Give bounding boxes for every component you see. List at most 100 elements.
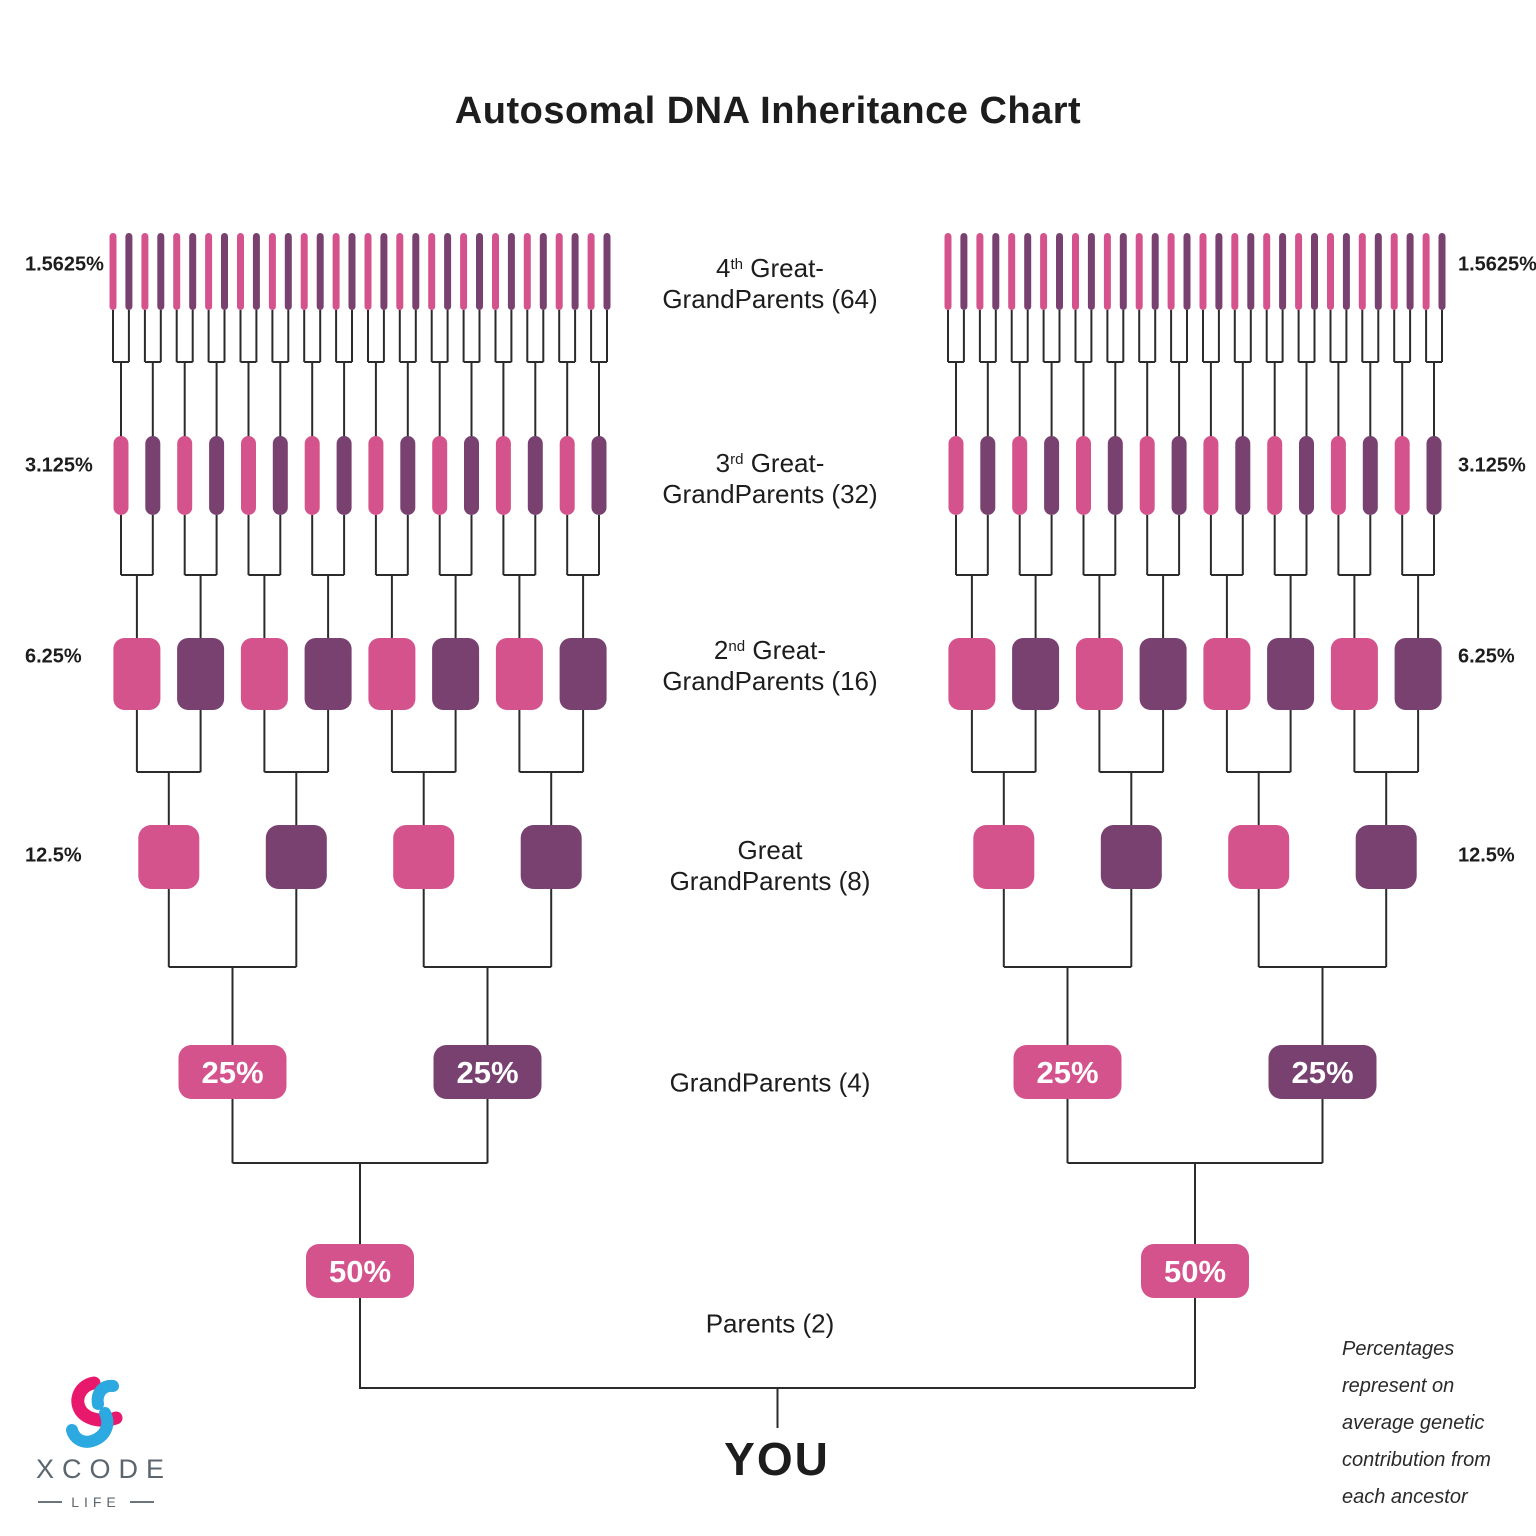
ancestor-left-gen1-5	[272, 436, 288, 515]
logo-dash-right	[129, 1501, 154, 1503]
ancestor-left-gen0-27	[539, 233, 547, 310]
connectors-left-gen3	[167, 889, 553, 1072]
ancestor-left-gen0-18	[396, 233, 404, 310]
ancestor-right-gen1-6	[1139, 436, 1155, 515]
percent-in-box-right-gen4-0: 25%	[1036, 1055, 1098, 1090]
ancestor-left-gen1-8	[368, 436, 384, 515]
ancestor-left-gen0-2	[141, 233, 149, 310]
ancestor-right-gen0-24	[1327, 233, 1334, 310]
ancestor-left-gen0-15	[348, 233, 356, 310]
percent-in-box-left-gen4-0: 25%	[201, 1055, 263, 1090]
ancestor-left-gen1-10	[432, 436, 448, 515]
ancestor-left-gen0-28	[555, 233, 563, 310]
generation-label-4: GrandParents (4)	[669, 1067, 871, 1098]
footnote-line: Percentages	[1342, 1338, 1455, 1360]
ancestor-left-gen0-12	[300, 233, 308, 310]
ancestor-left-gen1-2	[177, 436, 193, 515]
ancestor-left-gen0-30	[587, 233, 595, 310]
ancestor-left-gen0-13	[316, 233, 324, 310]
connectors-right-gen3	[1002, 889, 1388, 1072]
percent-label-right-gen1: 3.125%	[1458, 454, 1526, 477]
ancestor-left-gen1-14	[559, 436, 575, 515]
connectors-left-gen2	[135, 710, 585, 857]
percent-label-left-gen2: 6.25%	[25, 645, 82, 668]
connectors-right-gen1	[955, 515, 1435, 674]
ancestor-left-gen0-19	[412, 233, 420, 310]
ancestor-left-gen0-26	[523, 233, 531, 310]
ancestor-right-gen0-20	[1263, 233, 1271, 310]
ancestor-left-gen2-6	[495, 638, 543, 710]
ancestor-right-gen0-22	[1295, 233, 1303, 310]
ancestor-left-gen0-5	[189, 233, 197, 310]
ancestor-left-gen1-15	[591, 436, 607, 515]
ancestor-right-gen0-27	[1374, 233, 1382, 310]
ancestor-left-gen2-0	[113, 638, 161, 710]
ancestor-right-gen0-11	[1119, 233, 1127, 310]
ancestor-right-gen3-3	[1355, 825, 1417, 889]
percent-label-right-gen0: 1.5625%	[1458, 253, 1536, 276]
ancestor-right-gen2-0	[948, 638, 996, 710]
xcode-logo-icon	[66, 1376, 123, 1448]
footnote-line: average genetic	[1342, 1412, 1485, 1434]
ancestor-right-gen5-0	[1141, 1244, 1249, 1298]
ancestor-left-gen4-0	[178, 1045, 287, 1099]
ancestor-left-gen4-1	[433, 1045, 542, 1099]
ancestor-left-gen0-24	[492, 233, 499, 310]
ancestor-right-gen0-8	[1072, 233, 1079, 310]
ancestor-right-gen1-9	[1235, 436, 1251, 515]
ancestor-left-gen2-7	[559, 638, 607, 710]
ancestor-right-gen0-15	[1183, 233, 1191, 310]
ancestor-right-gen0-17	[1215, 233, 1223, 310]
ancestor-right-gen2-3	[1139, 638, 1187, 710]
ancestor-left-gen0-21	[444, 233, 452, 310]
ancestor-right-gen0-31	[1438, 233, 1446, 310]
percent-label-left-gen1: 3.125%	[25, 454, 93, 477]
ancestor-left-gen1-12	[495, 436, 511, 515]
ancestor-right-gen1-10	[1267, 436, 1283, 515]
ancestor-left-gen0-20	[428, 233, 436, 310]
ancestor-left-gen0-23	[476, 233, 483, 310]
ancestor-left-gen0-4	[173, 233, 181, 310]
ancestor-right-gen0-14	[1167, 233, 1175, 310]
ancestor-left-gen0-25	[507, 233, 515, 310]
ancestor-left-gen1-4	[241, 436, 256, 515]
ancestor-right-gen1-1	[980, 436, 996, 515]
ancestor-right-gen1-2	[1012, 436, 1028, 515]
ancestor-right-gen1-4	[1076, 436, 1091, 515]
ancestor-left-gen0-10	[268, 233, 276, 310]
percent-label-left-gen3: 12.5%	[25, 844, 82, 867]
ancestor-right-gen0-2	[976, 233, 984, 310]
ancestor-left-gen1-11	[464, 436, 479, 515]
ancestor-right-gen2-2	[1075, 638, 1123, 710]
ancestor-right-gen2-6	[1330, 638, 1378, 710]
footnote-line: represent on	[1342, 1375, 1455, 1397]
ancestor-left-gen1-13	[527, 436, 543, 515]
ancestor-right-gen0-21	[1279, 233, 1287, 310]
ancestor-right-gen4-0	[1013, 1045, 1122, 1099]
ancestor-left-gen1-6	[304, 436, 320, 515]
generation-label-1: 3rd Great-GrandParents (32)	[662, 448, 878, 510]
you-label: YOU	[724, 1433, 830, 1485]
connectors-right-gen4	[1066, 1099, 1324, 1271]
ancestor-right-gen1-3	[1044, 436, 1060, 515]
percent-in-box-right-gen5-0: 50%	[1164, 1254, 1226, 1289]
connector-parents-to-you	[359, 1298, 1196, 1428]
ancestor-right-gen0-10	[1103, 233, 1111, 310]
ancestor-right-gen0-13	[1151, 233, 1159, 310]
connectors-left-gen4	[231, 1099, 489, 1271]
ancestor-right-gen1-8	[1203, 436, 1219, 515]
ancestor-left-gen0-14	[332, 233, 340, 310]
ancestor-right-gen1-13	[1362, 436, 1378, 515]
ancestor-right-gen0-23	[1311, 233, 1318, 310]
ancestor-right-gen2-5	[1267, 638, 1315, 710]
connectors-right-gen2	[970, 710, 1420, 857]
ancestor-left-gen0-9	[252, 233, 260, 310]
ancestor-left-gen3-1	[265, 825, 327, 889]
ancestor-right-gen3-2	[1228, 825, 1290, 889]
ancestor-left-gen5-0	[306, 1244, 414, 1298]
ancestor-right-gen0-3	[992, 233, 1000, 310]
ancestor-left-gen1-7	[336, 436, 352, 515]
ancestor-left-gen2-2	[240, 638, 288, 710]
